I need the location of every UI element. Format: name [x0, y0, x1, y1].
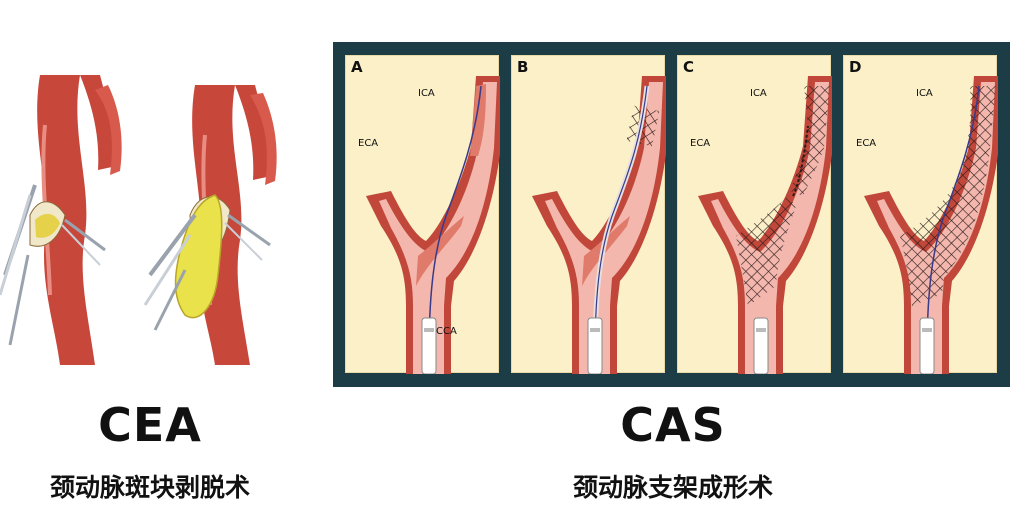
cea-artery-after	[143, 85, 277, 365]
cea-illustration	[0, 75, 277, 365]
cas-subtitle: 颈动脉支架成形术	[572, 473, 773, 502]
cea-title: CEA	[98, 398, 202, 452]
cas-panel-a: A ICA ECA CCA	[345, 55, 500, 374]
panel-letter: C	[683, 58, 695, 76]
ica-label: ICA	[418, 88, 435, 99]
ica-label: ICA	[916, 88, 933, 99]
eca-label: ECA	[358, 138, 379, 149]
cas-panel-frame: A ICA ECA CCA B C ICA ECA	[333, 42, 1010, 387]
panel-letter: A	[351, 58, 363, 76]
eca-label: ECA	[856, 138, 877, 149]
cca-label: CCA	[436, 326, 457, 337]
panel-letter: B	[517, 58, 529, 76]
panel-letter: D	[849, 58, 862, 76]
cas-panel-b: B	[511, 55, 666, 374]
cas-panel-c: C ICA ECA	[677, 55, 832, 374]
cas-panel-d: D ICA ECA	[843, 55, 998, 374]
cas-title: CAS	[620, 398, 726, 452]
cea-artery-before	[0, 75, 122, 365]
ica-label: ICA	[750, 88, 767, 99]
eca-label: ECA	[690, 138, 711, 149]
cea-subtitle: 颈动脉斑块剥脱术	[49, 473, 250, 502]
